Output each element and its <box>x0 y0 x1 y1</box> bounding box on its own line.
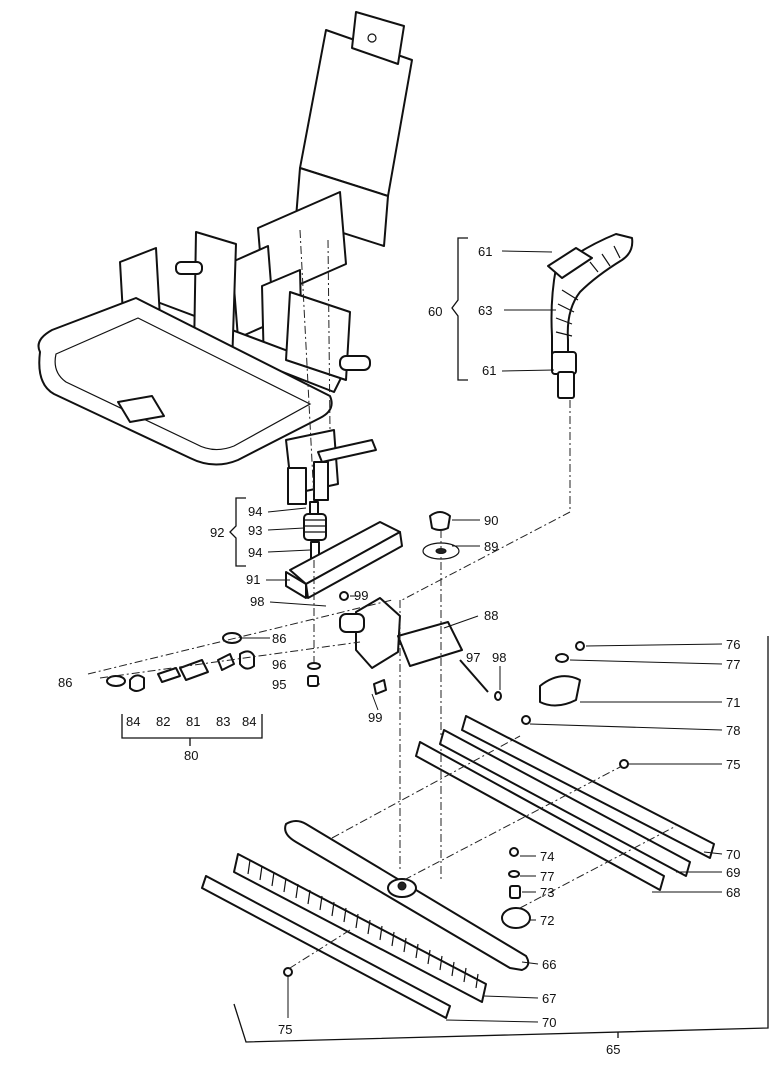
callout-67: 67 <box>542 991 556 1006</box>
group-braces <box>121 237 769 1043</box>
callout-77-bottom: 77 <box>540 869 554 884</box>
callout-97: 97 <box>466 650 480 665</box>
alignment-lines <box>87 229 677 969</box>
callout-70-right: 70 <box>726 847 740 862</box>
callout-60: 60 <box>428 304 442 319</box>
callout-96: 96 <box>272 657 286 672</box>
callout-90: 90 <box>484 513 498 528</box>
callout-91: 91 <box>246 572 260 587</box>
callout-63: 63 <box>478 303 492 318</box>
callout-69: 69 <box>726 865 740 880</box>
callout-94-bottom: 94 <box>248 545 262 560</box>
callout-65: 65 <box>606 1042 620 1057</box>
callout-68: 68 <box>726 885 740 900</box>
caster-parts <box>106 632 255 692</box>
callout-94-top: 94 <box>248 504 262 519</box>
callout-84-left: 84 <box>126 714 140 729</box>
callout-82: 82 <box>156 714 170 729</box>
callout-99-bottom: 99 <box>368 710 382 725</box>
mount-bracket <box>285 511 502 701</box>
squeegee-assembly <box>201 641 715 1019</box>
callout-78: 78 <box>726 723 740 738</box>
callout-86-left: 86 <box>58 675 72 690</box>
callout-83: 83 <box>216 714 230 729</box>
callout-88: 88 <box>484 608 498 623</box>
callout-73: 73 <box>540 885 554 900</box>
callout-92: 92 <box>210 525 224 540</box>
callout-81: 81 <box>186 714 200 729</box>
callout-95: 95 <box>272 677 286 692</box>
callout-86-right: 86 <box>272 631 286 646</box>
callout-labels: 60 61 63 61 92 94 93 94 91 98 99 90 89 8… <box>58 244 740 1057</box>
callout-61-top: 61 <box>478 244 492 259</box>
callout-75-bottom: 75 <box>278 1022 292 1037</box>
callout-84-right: 84 <box>242 714 256 729</box>
callout-66: 66 <box>542 957 556 972</box>
callout-75-right: 75 <box>726 757 740 772</box>
callout-76: 76 <box>726 637 740 652</box>
callout-70-bottom: 70 <box>542 1015 556 1030</box>
callout-89: 89 <box>484 539 498 554</box>
callout-99-top: 99 <box>354 588 368 603</box>
callout-98-right: 98 <box>492 650 506 665</box>
callout-98-left: 98 <box>250 594 264 609</box>
callout-72: 72 <box>540 913 554 928</box>
spring-pin-group <box>303 501 327 687</box>
hose-assembly <box>547 233 634 399</box>
callout-93: 93 <box>248 523 262 538</box>
callout-71: 71 <box>726 695 740 710</box>
leader-lines <box>240 250 723 1023</box>
handle-frame-assembly <box>37 11 413 505</box>
callout-77-top: 77 <box>726 657 740 672</box>
callout-80: 80 <box>184 748 198 763</box>
callout-61-bottom: 61 <box>482 363 496 378</box>
callout-74: 74 <box>540 849 554 864</box>
